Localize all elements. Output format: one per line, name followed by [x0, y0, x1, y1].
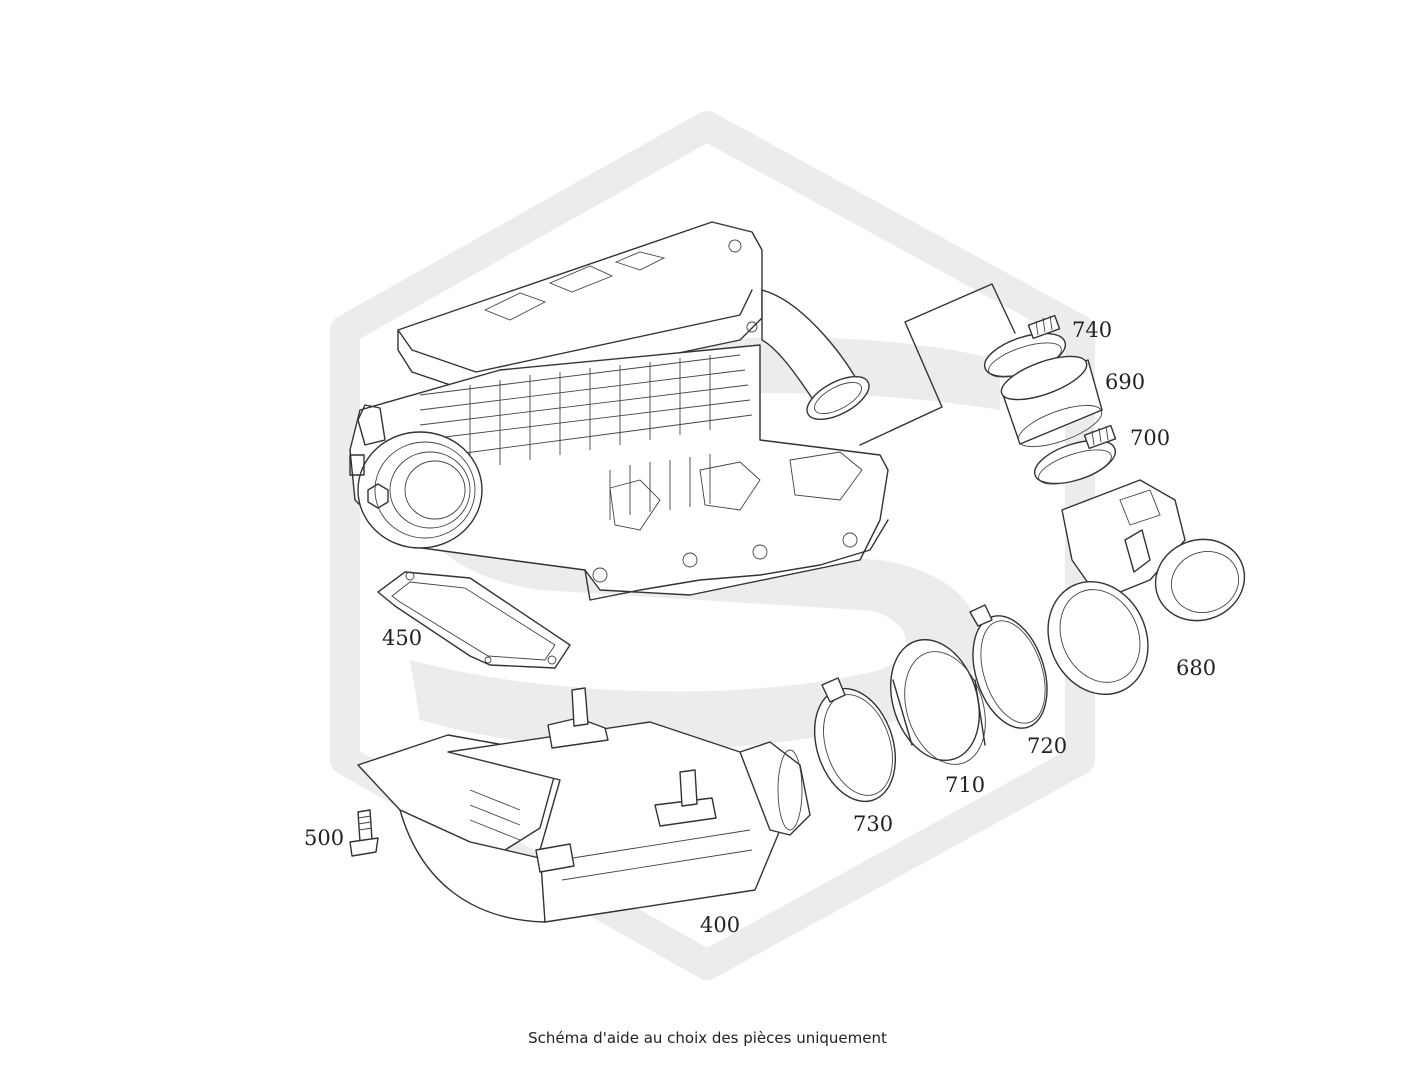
part-450-gasket	[377, 571, 571, 669]
part-400-charge-air-cooler	[357, 687, 811, 923]
part-720-clamp	[969, 604, 1048, 729]
label-720: 720	[1027, 734, 1067, 758]
label-400: 400	[700, 913, 740, 937]
leader-bracket	[859, 283, 1016, 446]
diagram-caption: Schéma d'aide au choix des pièces unique…	[528, 1029, 887, 1047]
part-730-clamp	[813, 677, 897, 803]
part-690-sleeve	[1000, 355, 1103, 448]
label-500: 500	[304, 826, 344, 850]
part-710-sleeve	[889, 638, 986, 765]
part-500-bolt	[349, 809, 379, 857]
label-700: 700	[1130, 426, 1170, 450]
part-700-clamp	[1033, 424, 1117, 485]
label-710: 710	[945, 773, 985, 797]
part-680-throttle-body	[1047, 479, 1246, 696]
label-730: 730	[853, 812, 893, 836]
label-680: 680	[1176, 656, 1216, 680]
label-740: 740	[1072, 318, 1112, 342]
label-690: 690	[1105, 370, 1145, 394]
supercharger-assembly	[349, 221, 889, 601]
label-450: 450	[382, 626, 422, 650]
